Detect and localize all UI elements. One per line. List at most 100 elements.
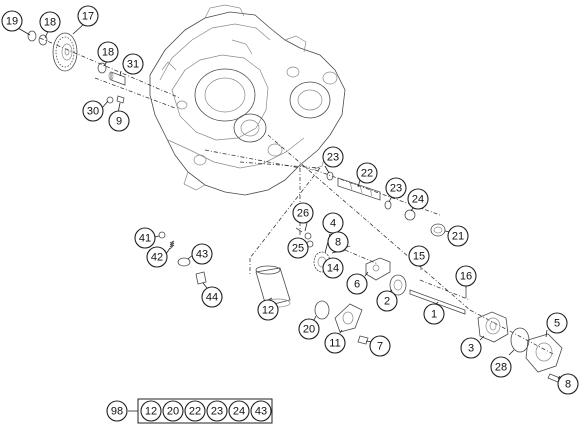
callout-number: 14 [327,263,339,275]
callout-number: 98 [111,406,123,418]
callout-circle [385,177,407,199]
callout-number: 42 [151,252,163,264]
kit-item-22: 22 [184,400,206,422]
callout-circle [298,318,320,340]
callout-circle [490,356,512,378]
callout-number: 43 [196,249,208,261]
callout-number: 18 [102,47,114,59]
callout-18: 18 [97,41,119,63]
callout-9: 9 [108,110,130,132]
callout-circle [146,246,168,268]
callout-number: 20 [303,324,315,336]
callout-number: 15 [413,251,425,263]
callout-circle [39,11,61,33]
callout-circle [287,237,309,259]
callout-circle [455,265,477,287]
callout-number: 26 [297,208,309,220]
callout-number: 9 [116,116,122,128]
callout-circle [423,303,445,325]
callout-16: 16 [455,265,477,287]
crankcase-drawing [149,4,346,196]
callout-circle [369,335,391,357]
callout-number: 21 [452,231,464,243]
callout-circle [546,312,568,334]
callout-number: 44 [206,292,218,304]
callout-number: 6 [354,279,360,291]
kit-item-23: 23 [206,400,228,422]
callout-15: 15 [408,245,430,267]
callout-number: 20 [167,406,179,418]
callout-31: 31 [122,53,144,75]
callout-circle [250,400,272,422]
callout-30: 30 [82,100,104,122]
kit-item-24: 24 [228,400,250,422]
callout-number: 23 [390,183,402,195]
callout-number: 31 [127,59,139,71]
kit-callout-98: 98 [106,400,128,422]
callout-8: 8 [327,231,349,253]
callout-number: 16 [460,271,472,283]
callout-number: 12 [145,406,157,418]
callout-18: 18 [39,11,61,33]
kit-item-20: 20 [162,400,184,422]
callout-circle [460,337,482,359]
callout-42: 42 [146,246,168,268]
callout-24: 24 [407,188,429,210]
callout-circle [324,332,346,354]
callout-number: 8 [335,237,341,249]
callout-number: 5 [554,318,560,330]
callout-14: 14 [322,257,344,279]
callout-19: 19 [1,10,23,32]
callout-circle [184,400,206,422]
callout-circle [557,373,579,395]
kit-item-43: 43 [250,400,272,422]
callout-circle [97,41,119,63]
callout-23: 23 [322,146,344,168]
callout-number: 3 [468,343,474,355]
callout-number: 4 [330,218,336,230]
callout-number: 18 [44,17,56,29]
callout-circle [356,162,378,184]
callout-number: 23 [327,152,339,164]
callout-25: 25 [287,237,309,259]
callout-7: 7 [369,335,391,357]
callout-number: 2 [384,296,390,308]
callout-circle [140,400,162,422]
callout-12: 12 [257,299,279,321]
callout-circle [162,400,184,422]
callout-2: 2 [376,290,398,312]
callout-22: 22 [356,162,378,184]
callout-number: 8 [565,379,571,391]
callout-circle [327,231,349,253]
callout-11: 11 [324,332,346,354]
callout-circle [1,10,23,32]
callout-circle [447,225,469,247]
callout-number: 22 [361,168,373,180]
callout-number: 30 [87,106,99,118]
parts-drawings [27,30,563,383]
callout-4: 4 [322,212,344,234]
callout-circle [322,146,344,168]
callout-number: 12 [262,305,274,317]
callout-circle [408,245,430,267]
callout-17: 17 [77,5,99,27]
callout-number: 24 [412,194,424,206]
callout-circle [206,400,228,422]
callout-circle [228,400,250,422]
callout-6: 6 [346,273,368,295]
callout-circle [191,243,213,265]
callout-circle [82,100,104,122]
callout-number: 43 [255,406,267,418]
callout-5: 5 [546,312,568,334]
callout-number: 24 [233,406,245,418]
callout-number: 17 [82,11,94,23]
callout-8: 8 [557,373,579,395]
callout-circle [201,286,223,308]
callout-43: 43 [191,243,213,265]
callout-number: 28 [495,362,507,374]
callout-number: 22 [189,406,201,418]
kit-item-12: 12 [140,400,162,422]
